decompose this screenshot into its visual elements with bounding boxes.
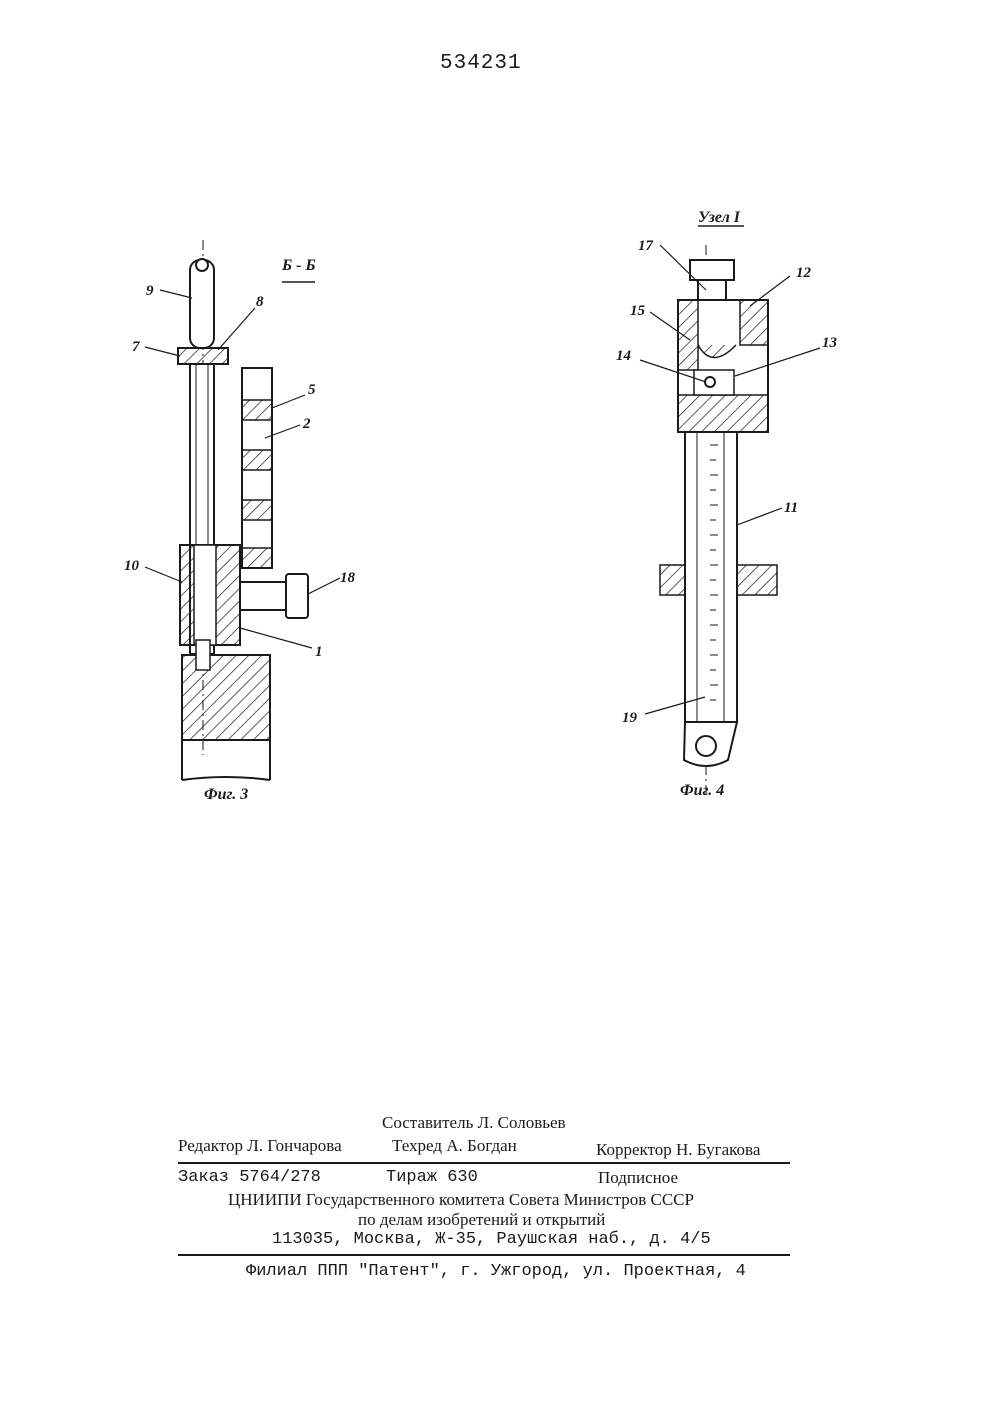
organization-line-1: ЦНИИПИ Государственного комитета Совета … (228, 1190, 694, 1210)
organization-line-2: по делам изобретений и открытий (358, 1210, 605, 1230)
fig3-label-9: 9 (146, 283, 154, 299)
corrector-line: Корректор Н. Бугакова (596, 1140, 760, 1160)
address-line: 113035, Москва, Ж-35, Раушская наб., д. … (272, 1230, 711, 1249)
fig3-section-label: Б - Б (281, 257, 316, 274)
compiler-line: Составитель Л. Соловьев (382, 1113, 566, 1133)
order-line: Заказ 5764/278 (178, 1168, 321, 1187)
editor-line: Редактор Л. Гончарова (178, 1136, 342, 1156)
fig3-caption: Фиг. 3 (204, 786, 248, 803)
branch-line: Филиал ППП "Патент", г. Ужгород, ул. Про… (246, 1262, 746, 1281)
figure-4-drawing: 17 12 15 13 14 11 19 Узел I Фиг. 4 (610, 200, 860, 810)
fig3-label-2: 2 (302, 416, 311, 432)
fig3-label-18: 18 (340, 570, 356, 586)
fig4-label-13: 13 (822, 335, 838, 351)
circulation-line: Тираж 630 (386, 1168, 478, 1187)
fig3-label-7: 7 (132, 339, 140, 355)
divider-top (178, 1162, 790, 1164)
divider-bottom (178, 1254, 790, 1256)
subscription-line: Подписное (598, 1168, 678, 1188)
patent-number: 534231 (440, 52, 522, 75)
fig3-label-1: 1 (315, 644, 323, 660)
fig3-label-8: 8 (256, 294, 264, 310)
fig4-label-12: 12 (796, 265, 812, 281)
fig4-label-19: 19 (622, 710, 638, 726)
fig4-label-15: 15 (630, 303, 646, 319)
techred-line: Техред А. Богдан (392, 1136, 517, 1156)
fig4-caption: Фиг. 4 (680, 782, 724, 799)
fig4-label-11: 11 (784, 500, 798, 516)
fig4-label-14: 14 (616, 348, 632, 364)
figure-3-drawing: 9 8 7 5 2 10 18 1 Б - Б Фиг. 3 (100, 225, 400, 805)
fig4-node-label: Узел I (698, 209, 741, 226)
fig3-label-5: 5 (308, 382, 316, 398)
fig4-label-17: 17 (638, 238, 654, 254)
fig3-label-10: 10 (124, 558, 140, 574)
